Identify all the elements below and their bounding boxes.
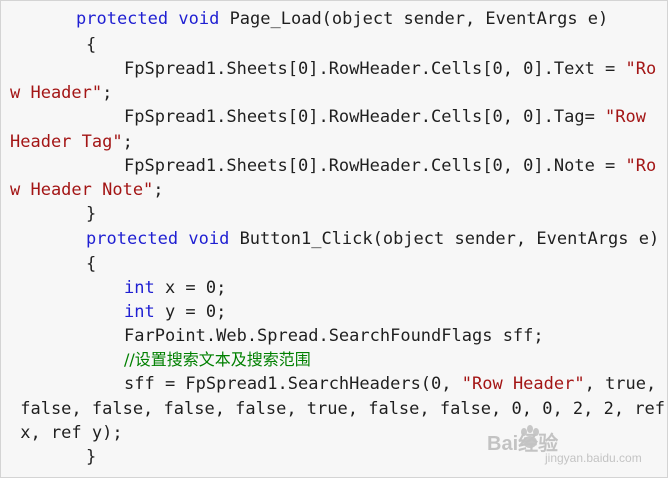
code-line-3: FpSpread1.Sheets[0].RowHeader.Cells[0, 0… (124, 57, 656, 81)
keyword: int (124, 278, 155, 298)
keyword: protected (86, 229, 179, 249)
code-text: sff = FpSpread1.SearchHeaders(0, (124, 374, 462, 394)
code-line-11: { (86, 252, 96, 276)
string-literal: "Ro (625, 59, 657, 79)
code-line-9: } (86, 202, 96, 226)
string-literal: w Header" (10, 83, 103, 103)
code-text: ; (102, 83, 113, 103)
watermark-logo: Bai经验 (487, 433, 559, 455)
code-text: ; (122, 132, 133, 152)
code-text: Page_Load(object sender, EventArgs e) (219, 9, 609, 29)
code-line-13: int y = 0; (124, 300, 226, 324)
code-line-12: int x = 0; (124, 276, 226, 300)
code-line-8: w Header Note"; (10, 178, 164, 202)
code-line-2: { (86, 33, 96, 57)
code-text: false, false, false, false, true, false,… (10, 399, 666, 419)
brace: { (86, 254, 97, 274)
code-text: FpSpread1.Sheets[0].RowHeader.Cells[0, 0… (124, 156, 626, 176)
brace: } (86, 447, 97, 467)
code-text: ; (153, 180, 164, 200)
code-line-1: protected void Page_Load(object sender, … (76, 7, 608, 31)
code-line-18: x, ref y); (10, 421, 123, 445)
string-literal: "Row Header" (461, 374, 585, 394)
code-line-14: FarPoint.Web.Spread.SearchFoundFlags sff… (124, 324, 544, 348)
string-literal: "Row (605, 107, 646, 127)
string-literal: w Header Note" (10, 180, 154, 200)
code-line-5: FpSpread1.Sheets[0].RowHeader.Cells[0, 0… (124, 105, 646, 129)
code-text: , true, (584, 374, 657, 394)
keyword: void (188, 229, 230, 249)
code-line-10: protected void Button1_Click(object send… (86, 227, 659, 251)
paw-icon (521, 425, 539, 448)
code-text: FpSpread1.Sheets[0].RowHeader.Cells[0, 0… (124, 59, 626, 79)
code-line-4: w Header"; (10, 81, 112, 105)
code-line-17: false, false, false, false, true, false,… (10, 397, 665, 421)
code-text: Button1_Click(object sender, EventArgs e… (229, 229, 660, 249)
code-text: x = 0; (154, 278, 227, 298)
brace: } (86, 204, 97, 224)
code-line-7: FpSpread1.Sheets[0].RowHeader.Cells[0, 0… (124, 154, 656, 178)
brace: { (86, 35, 97, 55)
code-text: FarPoint.Web.Spread.SearchFoundFlags sff… (124, 326, 544, 346)
keyword: void (178, 9, 220, 29)
watermark-url: jingyan.baidu.com (545, 451, 642, 465)
code-text: x, ref y); (10, 423, 123, 443)
code-line-6: Header Tag"; (10, 130, 133, 154)
code-text: y = 0; (154, 302, 227, 322)
string-literal: "Ro (625, 156, 657, 176)
string-literal: Header Tag" (10, 132, 123, 152)
keyword: int (124, 302, 155, 322)
comment: //设置搜索文本及搜索范围 (124, 350, 311, 369)
code-line-15: //设置搜索文本及搜索范围 (124, 348, 311, 372)
code-line-16: sff = FpSpread1.SearchHeaders(0, "Row He… (124, 372, 656, 396)
keyword: protected (76, 9, 169, 29)
code-line-19: } (86, 445, 96, 469)
baidu-jingyan-watermark: Bai经验 jingyan.baidu.com (487, 425, 657, 471)
code-text: FpSpread1.Sheets[0].RowHeader.Cells[0, 0… (124, 107, 606, 127)
